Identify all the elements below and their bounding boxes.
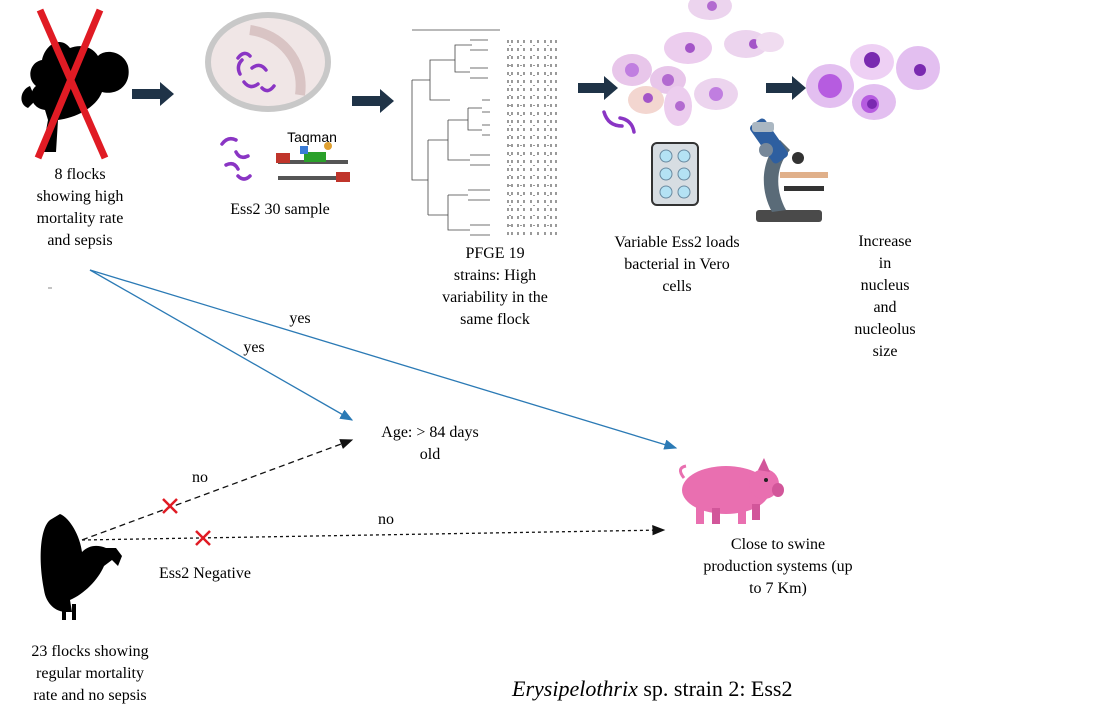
nucleus-increase-label: Increase in nucleus and nucleolus size: [830, 231, 940, 363]
yes-arrow: [89, 269, 678, 450]
ess2-negative-label: Ess2 Negative: [159, 565, 251, 582]
pfge-label: PFGE 19 strains: High variability in the…: [420, 243, 570, 331]
label-line: strains: High: [453, 267, 537, 284]
caption-strain: sp. strain 2: Ess2: [637, 676, 793, 701]
label-line: 8 flocks: [54, 166, 106, 183]
label-line: nucleolus: [854, 321, 916, 338]
label-line: old: [419, 446, 441, 463]
ess2-sample-label: Ess2 30 sample: [230, 201, 330, 218]
no-arrow: [81, 439, 666, 541]
figure-caption: Erysipelothrix sp. strain 2: Ess2: [512, 676, 892, 702]
label-line: and: [873, 299, 897, 316]
regular-mortality-flocks-label: 23 flocks showing regular mortality rate…: [10, 641, 170, 707]
label-line: Age: > 84 days: [381, 424, 479, 441]
label-line: rate and no sepsis: [33, 687, 147, 704]
label-line: and sepsis: [47, 232, 113, 249]
label-line: variability in the: [442, 289, 548, 306]
label-line: size: [872, 343, 898, 360]
label-line: Close to swine: [730, 536, 826, 553]
label-line: mortality rate: [36, 210, 124, 227]
enlarged-nucleus-cells-icon: [806, 44, 940, 120]
edge-label-no: no: [378, 511, 394, 528]
taqman-probe-icon: [276, 142, 350, 182]
edge-label-no: no: [192, 469, 208, 486]
step-arrow-icon: [132, 76, 806, 113]
pig-icon: [679, 458, 784, 524]
petri-dish-icon: [205, 12, 331, 112]
pfge-dendrogram-icon: [411, 29, 557, 240]
label-line: regular mortality: [36, 665, 144, 682]
label-line: production systems (up: [703, 558, 853, 575]
turkey-silhouette-icon: [40, 514, 122, 620]
label-line: same flock: [460, 311, 530, 328]
high-mortality-flocks-label: 8 flocks showing high mortality rate and…: [15, 164, 145, 252]
vero-cells-icon: [602, 0, 784, 134]
edge-label-yes: yes: [243, 339, 265, 356]
microscope-icon: [750, 118, 828, 222]
taqman-label: Taqman: [287, 129, 337, 145]
label-line: Variable Ess2 loads: [614, 234, 740, 251]
edge-label-yes: yes: [289, 310, 311, 327]
label-line: PFGE 19: [465, 245, 525, 262]
label-line: Increase: [858, 233, 912, 250]
vero-cells-label: Variable Ess2 loads bacterial in Vero ce…: [592, 232, 762, 298]
label-line: in: [878, 255, 892, 272]
caption-species: Erysipelothrix: [512, 676, 638, 701]
microplate-icon: [651, 142, 699, 206]
cross-out-icon: [34, 8, 109, 160]
label-line: 23 flocks showing: [31, 643, 149, 660]
bacteria-icon: [220, 136, 252, 181]
label-line: bacterial in Vero: [624, 256, 730, 273]
age-criterion-node: Age: > 84 days old: [355, 422, 505, 466]
rejected-cross-icon: [162, 498, 211, 546]
label-line: to 7 Km): [749, 580, 807, 597]
swine-proximity-node: Close to swine production systems (up to…: [678, 534, 878, 600]
label-line: nucleus: [860, 277, 910, 294]
label-line: showing high: [36, 188, 124, 205]
label-line: cells: [662, 278, 692, 295]
